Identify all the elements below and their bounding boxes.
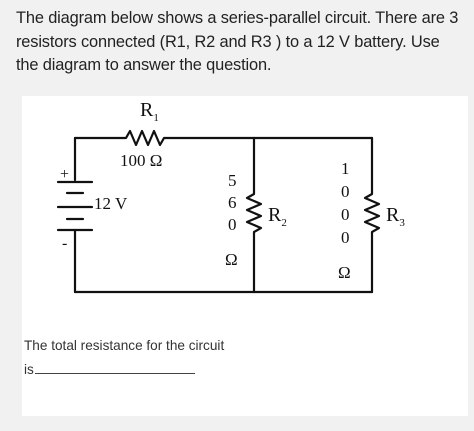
intro-line-3: the diagram to answer the question. [16, 56, 272, 74]
intro-text: The diagram below shows a series-paralle… [16, 7, 471, 78]
question-line-2: is [24, 360, 195, 377]
battery-minus-sign: - [62, 235, 67, 252]
r3-digit-3: 0 [341, 205, 350, 224]
r1-label: R1 [140, 99, 159, 124]
r3-digit-1: 1 [341, 159, 350, 178]
r3-label: R3 [386, 204, 405, 229]
r3-digit-2: 0 [341, 182, 350, 201]
r1-value: 100 Ω [120, 151, 162, 170]
circuit-diagram: R1 100 Ω + 12 V - 5 6 0 Ω R2 1 0 0 0 Ω R… [56, 99, 405, 294]
circuit-figure: R1 100 Ω + 12 V - 5 6 0 Ω R2 1 0 0 0 Ω R… [22, 96, 468, 416]
r2-digit-3: 0 [228, 215, 237, 234]
r2-digit-1: 5 [228, 171, 237, 190]
answer-blank[interactable] [34, 360, 195, 374]
question-line-2-text: is [24, 362, 34, 377]
r3-zigzag [363, 136, 381, 294]
r3-digit-4: 0 [341, 228, 350, 247]
r3-unit: Ω [338, 263, 351, 282]
r2-label: R2 [268, 204, 287, 229]
r2-zigzag [245, 136, 263, 294]
battery-plus-sign: + [60, 166, 69, 183]
battery-voltage: 12 V [94, 194, 128, 213]
r1-zigzag [73, 129, 374, 147]
intro-line-1: The diagram below shows a series-paralle… [16, 9, 459, 27]
r2-unit: Ω [225, 250, 238, 269]
intro-line-2: resistors connected (R1, R2 and R3 ) to … [16, 32, 440, 51]
question-line-1: The total resistance for the circuit [24, 338, 225, 353]
r2-digit-2: 6 [228, 193, 237, 212]
